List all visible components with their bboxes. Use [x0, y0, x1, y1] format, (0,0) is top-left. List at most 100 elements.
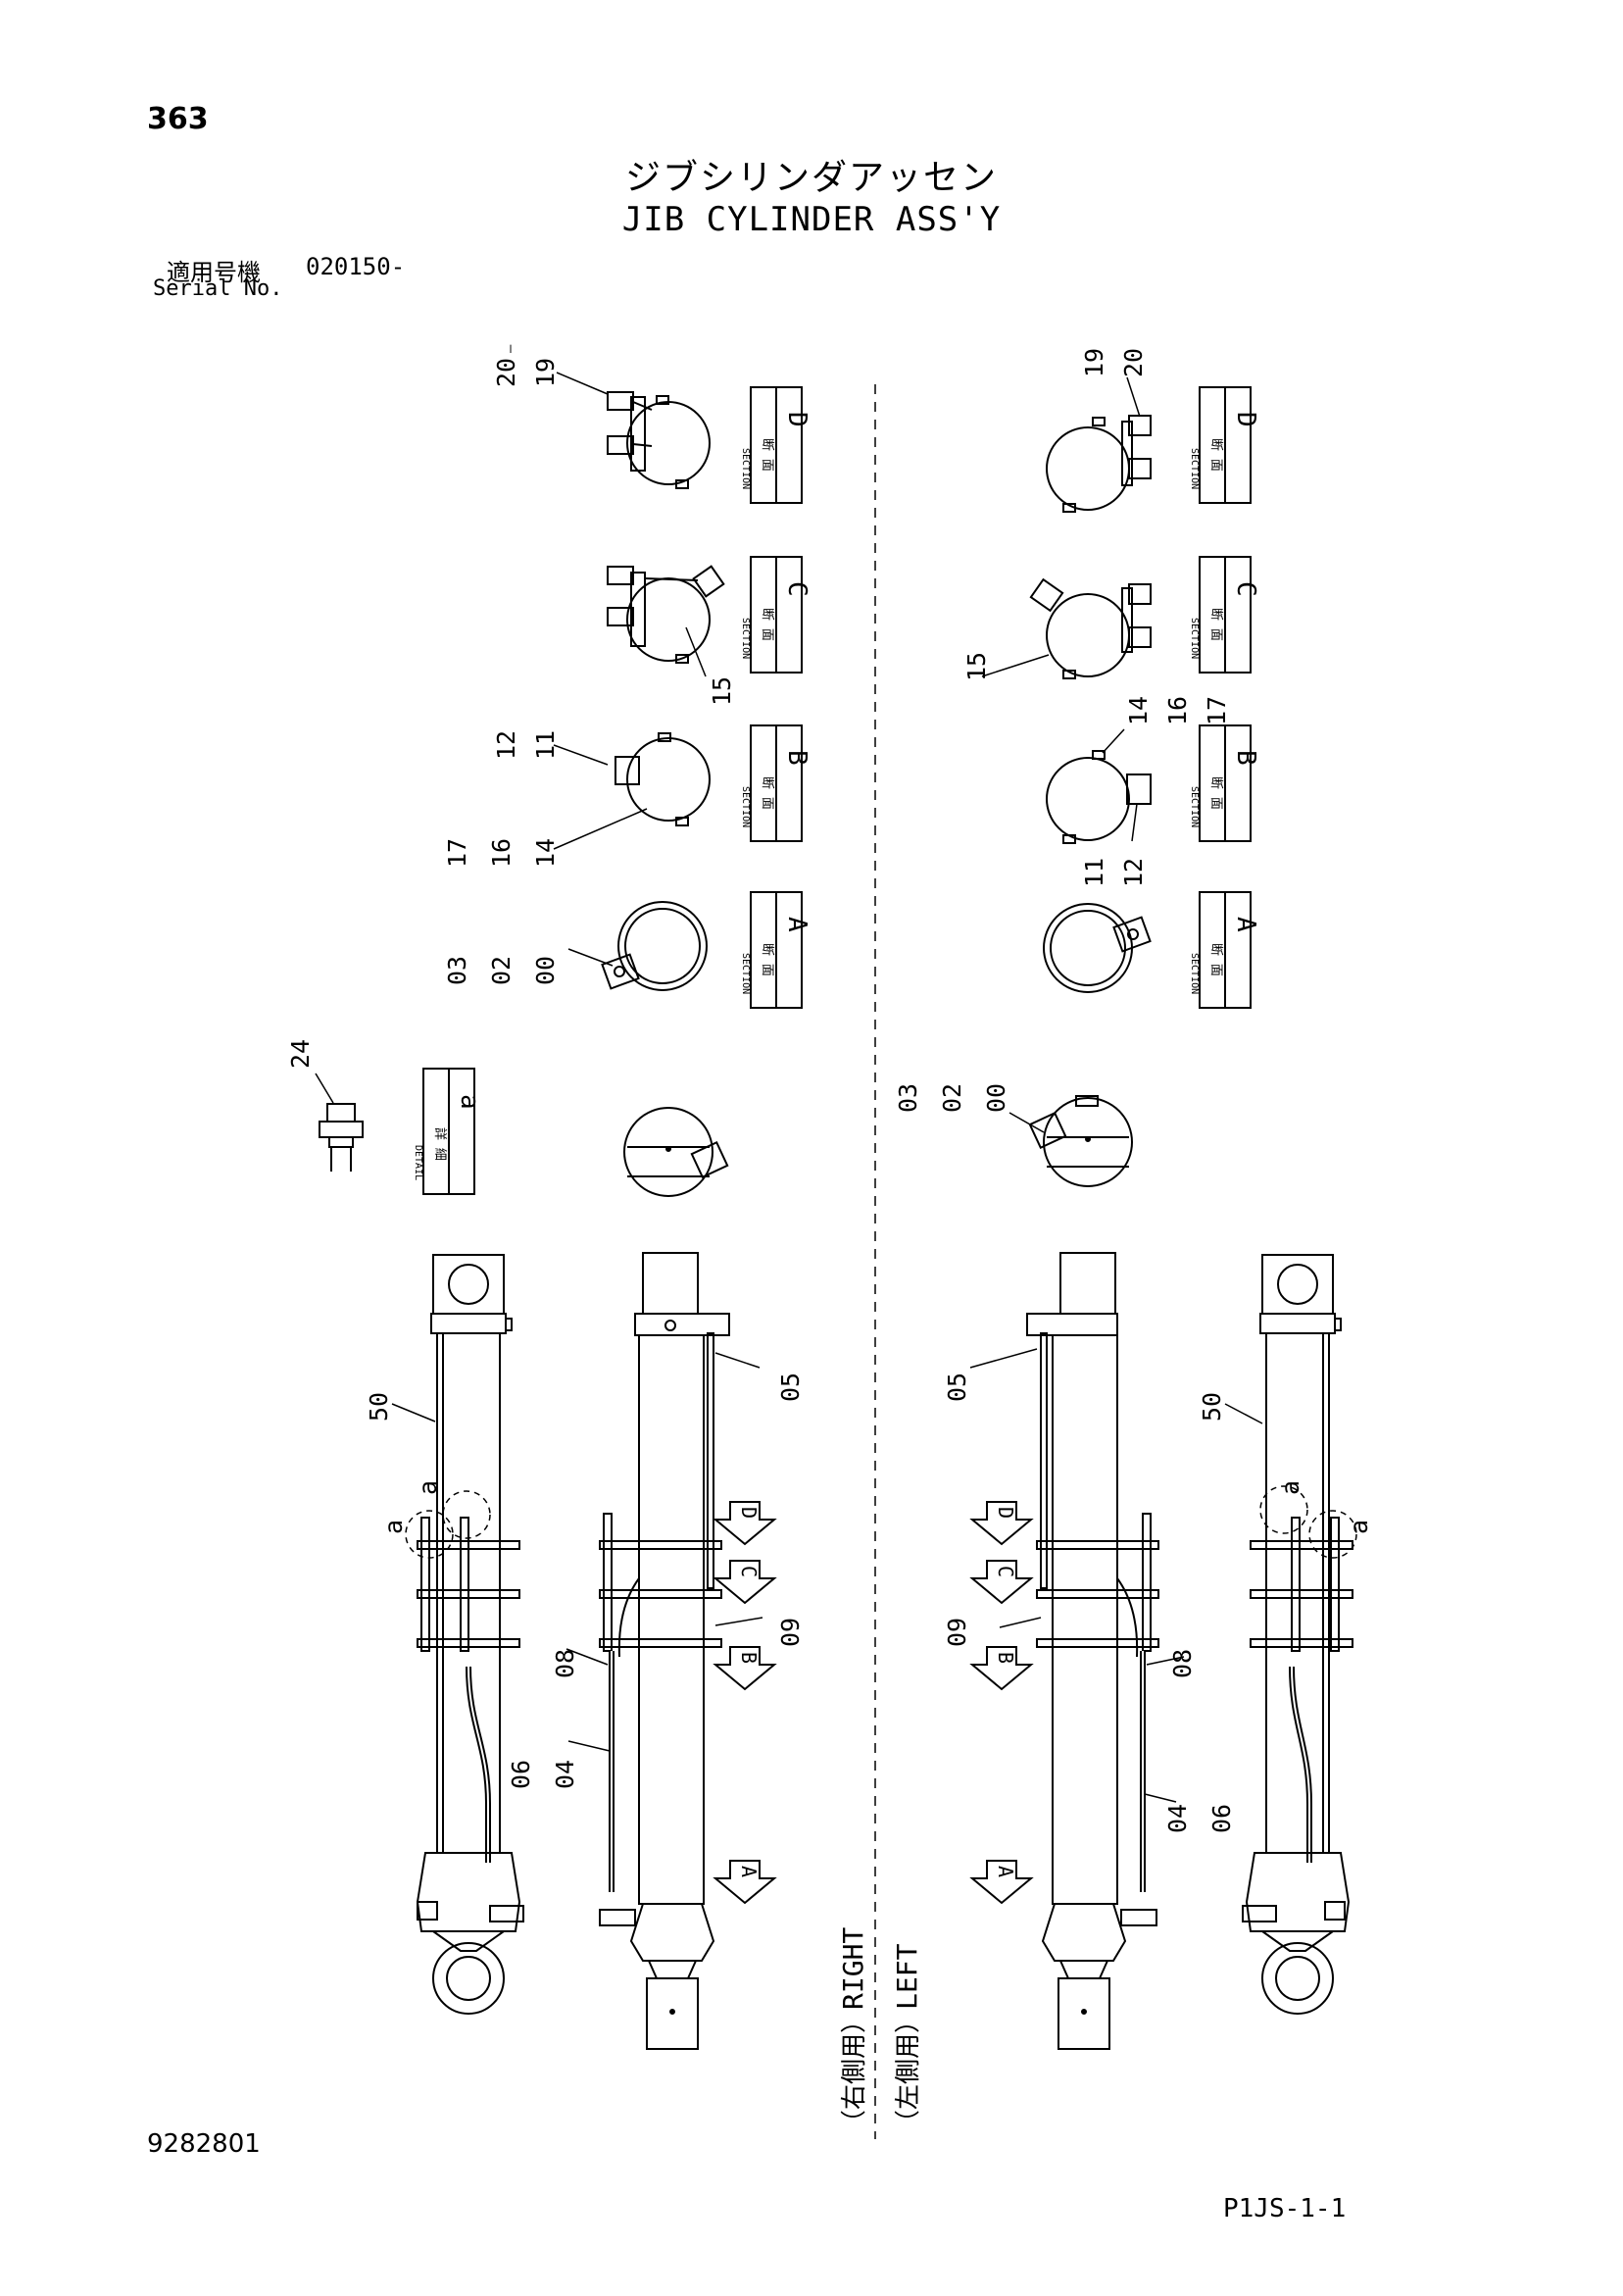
- callout-09: 09: [943, 1618, 971, 1647]
- section-letter-a: A: [782, 917, 812, 932]
- section-view-left-c: [1029, 577, 1152, 679]
- callout-14: 14: [531, 838, 560, 868]
- callout-16: 16: [487, 838, 516, 868]
- section-box-right-c: C 断 面 SECTION: [740, 556, 812, 674]
- section-box-left-c: C 断 面 SECTION: [1189, 556, 1260, 674]
- section-letter-c: C: [782, 581, 812, 597]
- section-jp: 断 面: [1208, 438, 1223, 472]
- callout-04: 04: [1163, 1804, 1192, 1833]
- arrow-label-d: D: [737, 1507, 761, 1519]
- callout-16: 16: [1163, 696, 1192, 725]
- side-labels: RIGHT （右側用） LEFT （左側用）: [837, 1927, 923, 2135]
- callout-a: a: [1345, 1520, 1373, 1534]
- callout-11: 11: [1080, 858, 1108, 887]
- callout-15: 15: [962, 652, 991, 681]
- leader-lines: [315, 372, 1263, 1803]
- callout-02: 02: [487, 956, 516, 985]
- arrow-label-a: A: [994, 1866, 1017, 1877]
- section-jp: 断 面: [1208, 608, 1223, 641]
- callout-a: a: [1276, 1480, 1304, 1495]
- serial-value: 020150-: [306, 253, 406, 280]
- callout-03: 03: [894, 1083, 922, 1113]
- callout-12: 12: [1119, 858, 1148, 887]
- section-en: SECTION: [1189, 618, 1200, 659]
- section-jp: 断 面: [1208, 943, 1223, 976]
- cylinder-left-outer: [1242, 1254, 1357, 2015]
- detail-en: DETAIL: [413, 1145, 423, 1180]
- callout-03: 03: [443, 956, 471, 985]
- section-view-left-b: [1046, 750, 1152, 844]
- section-en: SECTION: [740, 953, 751, 994]
- section-view-right-a: [601, 901, 708, 991]
- title-english: JIB CYLINDER ASS'Y: [621, 200, 1002, 239]
- section-letter-a: A: [1231, 917, 1260, 932]
- section-box-right-a: A 断 面 SECTION: [740, 891, 812, 1009]
- section-view-right-b: [615, 732, 711, 826]
- callout-09: 09: [776, 1618, 805, 1647]
- serial-label-japanese: 適用号機: [167, 259, 261, 286]
- callout-14: 14: [1124, 696, 1153, 725]
- cylinder-right-outer: [405, 1254, 524, 2015]
- title-japanese: ジブシリンダアッセン: [624, 158, 998, 198]
- callout-17: 17: [1203, 696, 1231, 725]
- callout-00: 00: [531, 956, 560, 985]
- callout-11: 11: [531, 730, 560, 760]
- detail-box-a: a 詳 細 DETAIL: [413, 1068, 484, 1195]
- callout-20: 20: [1119, 348, 1148, 377]
- callout-08: 08: [1168, 1649, 1197, 1678]
- side-label-right-jp: （右側用）: [840, 2008, 869, 2135]
- section-letter-c: C: [1231, 581, 1260, 597]
- serial-label-english: Serial No.: [153, 276, 283, 301]
- section-en: SECTION: [740, 448, 751, 489]
- callout-02: 02: [938, 1083, 966, 1113]
- section-jp: 断 面: [760, 943, 774, 976]
- detail-jp: 詳 細: [432, 1127, 448, 1161]
- callout-05: 05: [943, 1373, 971, 1402]
- arrow-label-d: D: [994, 1507, 1017, 1519]
- callout-04: 04: [551, 1760, 579, 1789]
- callout-a: a: [414, 1480, 442, 1495]
- arrow-label-a: A: [737, 1866, 761, 1877]
- callout-08: 08: [551, 1649, 579, 1678]
- section-box-left-b: B 断 面 SECTION: [1189, 724, 1260, 842]
- callout-dash: –: [503, 344, 518, 353]
- arrow-label-b: B: [994, 1652, 1017, 1664]
- top-view-left: [1028, 1095, 1133, 1187]
- section-jp: 断 面: [1208, 776, 1223, 810]
- sheet-code: P1JS-1-1: [1223, 2194, 1347, 2223]
- section-jp: 断 面: [760, 776, 774, 810]
- section-en: SECTION: [740, 786, 751, 827]
- side-label-left-en: LEFT: [891, 1943, 923, 2010]
- arrow-label-c: C: [994, 1566, 1017, 1577]
- callout-12: 12: [492, 730, 520, 760]
- arrow-label-b: B: [737, 1652, 761, 1664]
- callout-06: 06: [507, 1760, 535, 1789]
- section-view-right-d: [607, 391, 711, 489]
- callout-00: 00: [982, 1083, 1010, 1113]
- callout-06: 06: [1207, 1804, 1236, 1833]
- section-arrows-right: D C B A: [713, 1501, 777, 1905]
- section-letter-d: D: [1231, 412, 1260, 427]
- section-en: SECTION: [1189, 448, 1200, 489]
- detail-letter: a: [455, 1094, 484, 1110]
- callout-50: 50: [365, 1392, 393, 1422]
- callout-19: 19: [1080, 348, 1108, 377]
- section-jp: 断 面: [760, 438, 774, 472]
- section-en: SECTION: [740, 618, 751, 659]
- callout-17: 17: [443, 838, 471, 868]
- cylinder-left-inner: [1026, 1252, 1159, 2050]
- section-letter-b: B: [782, 750, 812, 766]
- callout-a: a: [379, 1520, 408, 1534]
- callout-20: 20: [492, 358, 520, 387]
- section-view-right-c: [607, 565, 725, 664]
- section-box-right-b: B 断 面 SECTION: [740, 724, 812, 842]
- section-letter-d: D: [782, 412, 812, 427]
- arrow-label-c: C: [737, 1566, 761, 1577]
- callout-05: 05: [776, 1373, 805, 1402]
- callout-numbers: 20 – 19 15 12 11 17 16 14 03 02 00 19 20…: [286, 344, 1373, 1833]
- callout-50: 50: [1198, 1392, 1226, 1422]
- side-label-left-jp: （左側用）: [894, 2008, 923, 2135]
- section-view-left-a: [1043, 903, 1152, 993]
- section-box-left-a: A 断 面 SECTION: [1189, 891, 1260, 1009]
